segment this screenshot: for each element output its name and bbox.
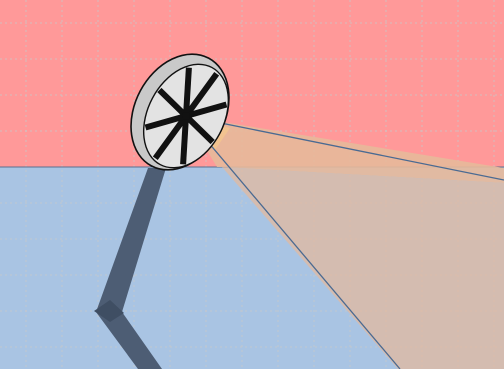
wheel-hub [182,112,190,120]
